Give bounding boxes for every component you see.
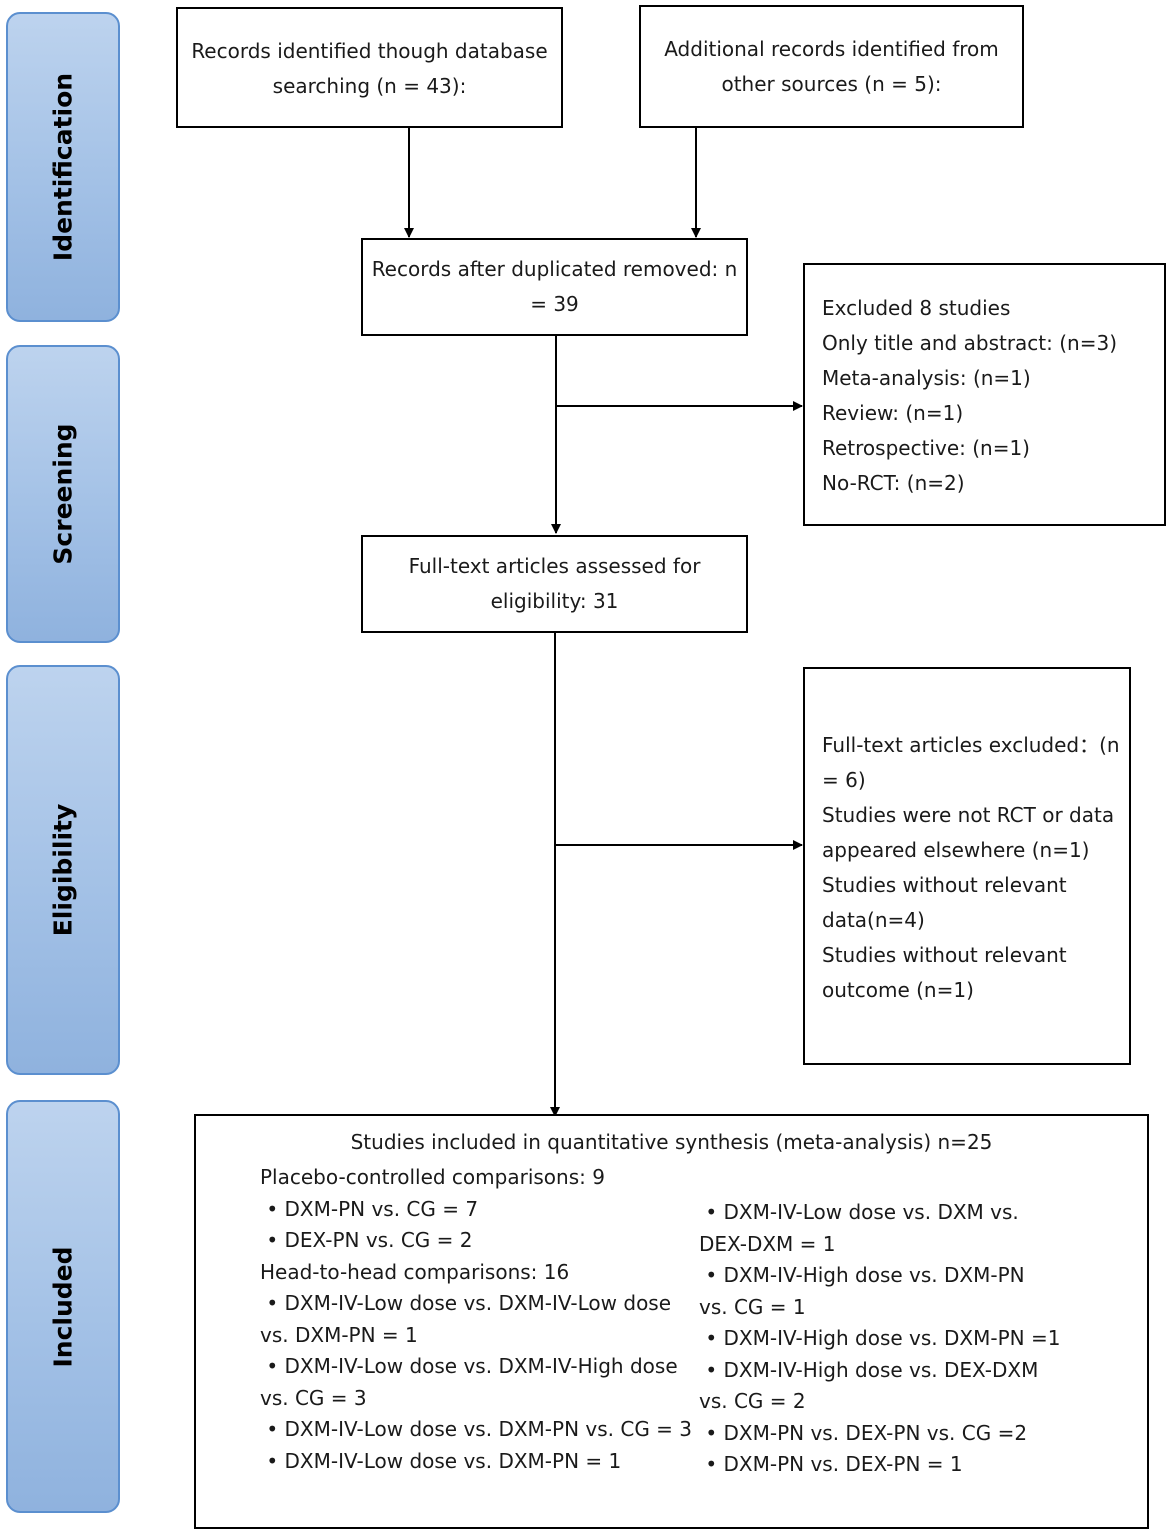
box-full-text-assessed: Full-text articles assessed for eligibil… (361, 535, 748, 633)
full-text-excluded-line: Full-text articles excluded：(n (822, 733, 1120, 757)
included-right-line: DEX-DXM = 1 (699, 1231, 836, 1256)
included-left-line: • DXM-IV-Low dose vs. DXM-IV-Low dose (260, 1291, 672, 1315)
excluded-line: Review: (n=1) (822, 401, 964, 425)
included-left-line: • DXM-IV-Low dose vs. DXM-IV-High dose (260, 1354, 678, 1378)
full-text-excluded-line: data(n=4) (822, 908, 925, 932)
included-right-line: • DXM-IV-Low dose vs. DXM vs. (699, 1200, 1019, 1224)
included-right-line: vs. CG = 1 (699, 1294, 806, 1319)
after-duplicates-line-1: Records after duplicated removed: n (371, 257, 738, 281)
full-text-line-2: eligibility: 31 (490, 589, 619, 613)
phase-identification: Identification (6, 12, 120, 322)
other-sources-line-2: other sources (n = 5): (721, 72, 942, 96)
phase-screening: Screening (6, 345, 120, 643)
full-text-line-1: Full-text articles assessed for (408, 554, 701, 578)
included-title: Studies included in quantitative synthes… (350, 1130, 993, 1154)
box-full-text-excluded: Full-text articles excluded：(n = 6) Stud… (803, 667, 1131, 1065)
full-text-excluded-line: appeared elsewhere (n=1) (822, 838, 1090, 862)
database-records-line-1: Records identified though database (191, 39, 548, 63)
included-right-line: • DXM-IV-High dose vs. DXM-PN (699, 1263, 1025, 1287)
excluded-line: Meta-analysis: (n=1) (822, 366, 1031, 390)
included-left-line: • DXM-PN vs. CG = 7 (260, 1196, 479, 1221)
included-left-line: Placebo-controlled comparisons: 9 (260, 1165, 605, 1189)
included-left-line: • DXM-IV-Low dose vs. DXM-PN vs. CG = 3 (260, 1417, 693, 1441)
box-excluded-studies: Excluded 8 studies Only title and abstra… (803, 263, 1166, 526)
box-database-records: Records identified though database searc… (176, 7, 563, 128)
box-other-sources: Additional records identified from other… (639, 5, 1024, 128)
box-studies-included: Studies included in quantitative synthes… (194, 1114, 1149, 1529)
full-text-excluded-line: Studies without relevant (822, 943, 1067, 967)
full-text-excluded-line: outcome (n=1) (822, 978, 974, 1002)
included-left-line: Head-to-head comparisons: 16 (260, 1259, 570, 1284)
included-right-line: • DXM-IV-High dose vs. DEX-DXM (699, 1357, 1039, 1382)
phase-included: Included (6, 1100, 120, 1513)
included-left-line: vs. DXM-PN = 1 (260, 1322, 418, 1347)
full-text-excluded-line: Studies were not RCT or data (822, 803, 1115, 827)
included-right-line: • DXM-IV-High dose vs. DXM-PN =1 (699, 1326, 1061, 1350)
excluded-line: Only title and abstract: (n=3) (822, 331, 1117, 355)
included-right-line: • DXM-PN vs. DEX-PN = 1 (699, 1452, 963, 1476)
phase-eligibility: Eligibility (6, 665, 120, 1075)
included-right-line: • DXM-PN vs. DEX-PN vs. CG =2 (699, 1420, 1028, 1445)
full-text-excluded-line: = 6) (822, 768, 866, 792)
included-left-line: vs. CG = 3 (260, 1385, 367, 1410)
other-sources-line-1: Additional records identified from (664, 37, 999, 61)
database-records-line-2: searching (n = 43): (272, 74, 467, 98)
included-left-line: • DEX-PN vs. CG = 2 (260, 1228, 473, 1252)
included-left-line: • DXM-IV-Low dose vs. DXM-PN = 1 (260, 1448, 622, 1473)
after-duplicates-line-2: = 39 (530, 292, 579, 316)
excluded-line: Retrospective: (n=1) (822, 436, 1030, 460)
full-text-excluded-line: Studies without relevant (822, 873, 1067, 897)
excluded-line: No-RCT: (n=2) (822, 471, 965, 495)
excluded-line: Excluded 8 studies (822, 296, 1011, 320)
included-right-line: vs. CG = 2 (699, 1389, 806, 1413)
box-after-duplicates: Records after duplicated removed: n = 39 (361, 238, 748, 336)
